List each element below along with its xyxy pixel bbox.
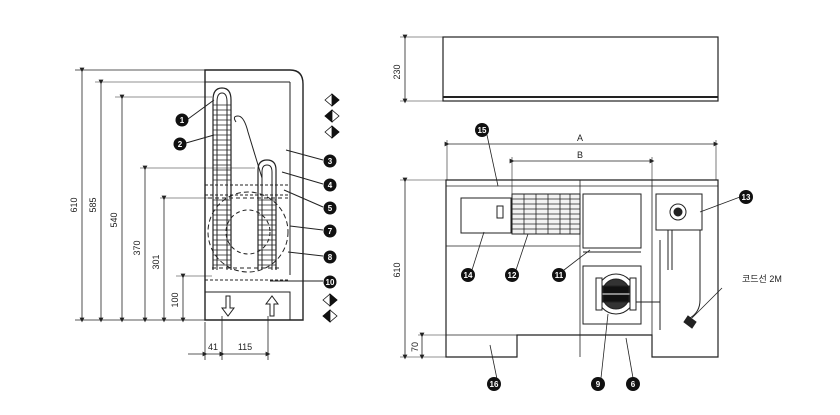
dim-side-115: 115 — [238, 342, 252, 352]
callout-4: 4 — [323, 178, 337, 192]
callout-11: 11 — [552, 268, 566, 282]
dim-front-230: 230 — [392, 64, 402, 79]
dim-side-301: 301 — [151, 254, 161, 269]
diamond-half-icon — [322, 309, 338, 323]
svg-text:9: 9 — [596, 380, 601, 389]
coil-left — [212, 87, 232, 270]
front-width-dims — [444, 140, 719, 195]
callout-13: 13 — [739, 190, 753, 204]
callout-8: 8 — [323, 250, 337, 264]
front-top-panel — [400, 34, 719, 104]
dim-side-585: 585 — [88, 197, 98, 212]
front-side-dims — [400, 177, 446, 360]
callout-14: 14 — [461, 268, 475, 282]
svg-text:14: 14 — [464, 271, 473, 280]
svg-text:10: 10 — [326, 278, 335, 287]
svg-text:15: 15 — [478, 126, 487, 135]
diamond-half-icon — [324, 93, 340, 107]
svg-text:13: 13 — [742, 193, 751, 202]
callout-15: 15 — [475, 123, 489, 137]
svg-text:7: 7 — [328, 227, 333, 236]
control-panel — [460, 197, 512, 234]
fan-inner-dashed — [225, 209, 271, 255]
svg-text:4: 4 — [328, 181, 333, 190]
coil-left-fins — [213, 104, 231, 266]
callout-2: 2 — [173, 137, 187, 151]
svg-text:6: 6 — [631, 380, 636, 389]
front-callouts: 15 13 14 12 11 16 9 6 — [461, 123, 753, 391]
refrigerant-pipe — [233, 115, 263, 179]
dim-side-100: 100 — [170, 292, 180, 307]
cord-label: 코드선 2M — [742, 274, 782, 284]
callout-5: 5 — [323, 201, 337, 215]
side-dimension-lines — [75, 67, 271, 360]
callout-7: 7 — [323, 224, 337, 238]
dim-front-B: B — [577, 150, 583, 160]
front-main-body — [445, 179, 719, 358]
front-leader-lines — [471, 134, 741, 380]
callout-1: 1 — [175, 113, 189, 127]
callout-9: 9 — [591, 377, 605, 391]
control-box — [636, 193, 703, 330]
callout-12: 12 — [505, 268, 519, 282]
fan-outer-dashed — [207, 191, 289, 273]
callout-16: 16 — [487, 377, 501, 391]
pump-motor — [595, 273, 637, 315]
side-cabinet-outline — [204, 69, 304, 321]
svg-text:5: 5 — [328, 204, 333, 213]
dim-front-A: A — [577, 133, 583, 143]
side-callouts: 1 2 3 4 5 7 8 10 — [173, 113, 337, 289]
dim-side-540: 540 — [109, 212, 119, 227]
coil-right-fins — [258, 199, 276, 266]
callout-6: 6 — [626, 377, 640, 391]
front-grille — [511, 193, 581, 235]
direction-icons-top — [324, 93, 340, 139]
svg-text:8: 8 — [328, 253, 333, 262]
svg-text:1: 1 — [180, 116, 185, 125]
dim-side-41: 41 — [208, 342, 218, 352]
svg-text:2: 2 — [178, 140, 183, 149]
side-view — [185, 69, 324, 321]
diamond-half-icon — [324, 125, 340, 139]
dim-side-610: 610 — [69, 197, 79, 212]
diamond-half-icon — [322, 293, 338, 307]
svg-text:16: 16 — [490, 380, 499, 389]
callout-3: 3 — [323, 154, 337, 168]
dim-front-70: 70 — [410, 342, 420, 352]
svg-text:11: 11 — [555, 271, 564, 280]
svg-text:3: 3 — [328, 157, 333, 166]
dim-side-370: 370 — [132, 240, 142, 255]
svg-text:12: 12 — [508, 271, 517, 280]
direction-icons-bottom — [322, 293, 338, 323]
diamond-half-icon — [324, 109, 340, 123]
side-base — [204, 291, 291, 321]
airflow-arrows — [221, 295, 279, 317]
callout-10: 10 — [323, 275, 337, 289]
inner-panel — [582, 193, 642, 325]
dim-front-610: 610 — [392, 262, 402, 277]
